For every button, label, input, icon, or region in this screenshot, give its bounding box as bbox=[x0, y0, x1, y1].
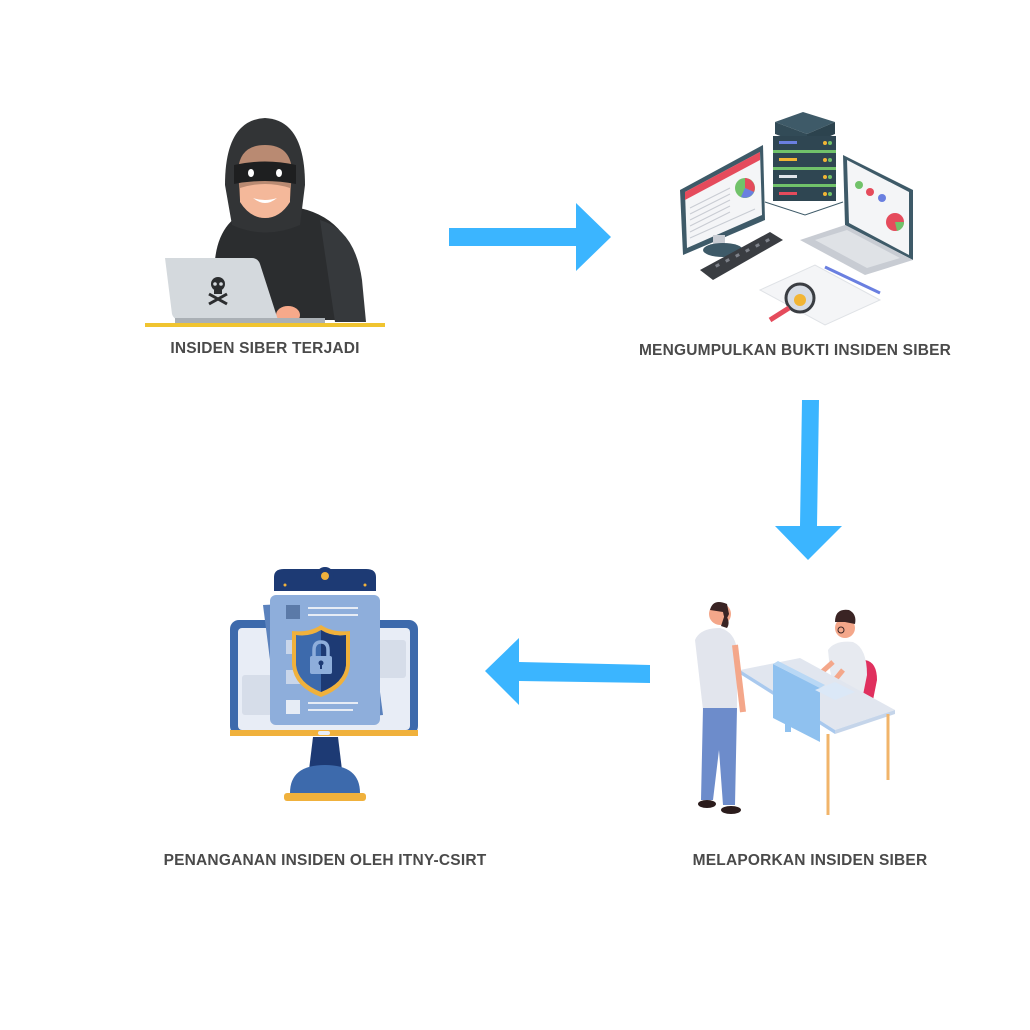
security-shield-monitor-icon bbox=[230, 567, 418, 801]
people-reporting-at-desk-icon bbox=[695, 602, 895, 815]
arrow-down-icon bbox=[775, 400, 842, 560]
keyboard-icon bbox=[700, 232, 783, 280]
step-2-label: MENGUMPULKAN BUKTI INSIDEN SIBER bbox=[638, 342, 952, 359]
arrow-left-icon bbox=[485, 638, 650, 705]
server-icon bbox=[764, 112, 844, 216]
step-1-node bbox=[140, 110, 400, 370]
laptop-icon bbox=[800, 155, 913, 275]
step-1-label: INSIDEN SIBER TERJADI bbox=[170, 340, 360, 357]
hacker-with-laptop-icon bbox=[145, 118, 385, 327]
step-4-node bbox=[228, 565, 423, 805]
server-computers-evidence-icon bbox=[680, 112, 913, 326]
magnifier-document-icon bbox=[758, 264, 882, 326]
step-2-node bbox=[675, 110, 925, 335]
step-3-label: MELAPORKAN INSIDEN SIBER bbox=[692, 852, 928, 869]
monitor-icon bbox=[680, 145, 765, 257]
shield-lock-icon bbox=[292, 625, 350, 697]
step-3-node bbox=[685, 600, 900, 825]
skull-crossbones-icon bbox=[208, 277, 228, 306]
step-4-label: PENANGANAN INSIDEN OLEH ITNY-CSIRT bbox=[163, 852, 487, 869]
arrow-right-icon bbox=[449, 203, 611, 271]
